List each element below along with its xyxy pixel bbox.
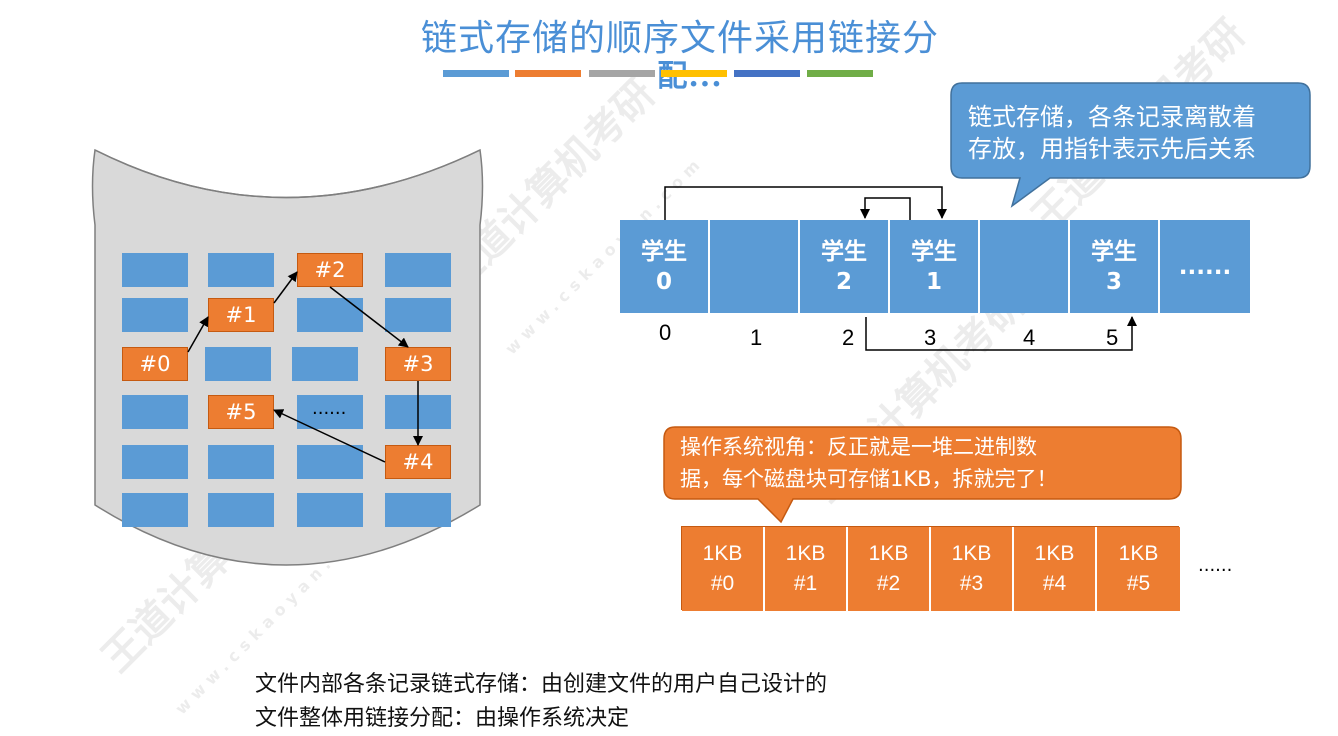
record-link-arrows	[664, 186, 1137, 351]
disk-block	[385, 298, 451, 332]
kb-ellipsis: ......	[1198, 555, 1233, 576]
kb-block-1: 1KB#1	[765, 527, 848, 611]
record-bubble: 链式存储，各条记录离散着 存放，用指针表示先后关系	[968, 103, 1256, 163]
kb-blocks-row: 1KB#0 1KB#1 1KB#2 1KB#3 1KB#4 1KB#5	[681, 526, 1180, 611]
disk-block-4: #4	[385, 445, 451, 479]
disk-block	[208, 493, 274, 527]
record-cell-6: ......	[1160, 220, 1250, 313]
title-bar-6	[807, 70, 873, 77]
record-bubble-shape	[950, 82, 1311, 208]
title-bar-5	[734, 70, 800, 77]
record-index-5: 5	[1106, 325, 1119, 350]
record-index-3: 3	[924, 325, 937, 350]
disk-block-0: #0	[122, 347, 188, 381]
disk-link-arrows	[187, 271, 423, 463]
disk-block	[208, 253, 274, 287]
record-cell-4	[980, 220, 1070, 313]
disk-block	[122, 445, 188, 479]
disk-block-5: #5	[208, 395, 274, 429]
page-title-line1: 链式存储的顺序文件采用链接分	[420, 18, 939, 59]
title-bar-4	[661, 70, 727, 77]
kb-block-3: 1KB#3	[931, 527, 1014, 611]
os-bubble-shape	[663, 426, 1182, 524]
disk-block	[122, 395, 188, 429]
disk-block	[122, 253, 188, 287]
disk-block	[208, 445, 274, 479]
disk-block	[297, 493, 363, 527]
kb-block-0: 1KB#0	[682, 527, 765, 611]
bottom-note-1: 文件内部各条记录链式存储：由创建文件的用户自己设计的	[255, 672, 828, 697]
record-index-4: 4	[1023, 325, 1036, 350]
disk-block	[385, 253, 451, 287]
record-cell-1	[710, 220, 800, 313]
title-bar-3	[589, 70, 655, 77]
kb-block-5: 1KB#5	[1097, 527, 1180, 611]
disk-block-2: #2	[297, 253, 363, 287]
disk-block	[122, 298, 188, 332]
disk-block	[292, 347, 358, 381]
disk-block	[297, 445, 363, 479]
disk-cylinder	[91, 148, 484, 566]
title-bar-2	[515, 70, 581, 77]
disk-block-1: #1	[208, 298, 274, 332]
os-bubble: 操作系统视角：反正就是一堆二进制数 据，每个磁盘块可存储1KB，拆就完了！	[680, 435, 1058, 491]
title-bar-1	[443, 70, 509, 77]
bottom-note-2: 文件整体用链接分配：由操作系统决定	[255, 706, 630, 731]
disk-block	[297, 395, 363, 429]
record-index-0: 0	[659, 320, 672, 345]
record-index-1: 1	[750, 325, 763, 350]
disk-block	[205, 347, 271, 381]
disk-block	[385, 493, 451, 527]
kb-block-4: 1KB#4	[1014, 527, 1097, 611]
disk-block	[122, 493, 188, 527]
record-index-2: 2	[842, 325, 855, 350]
kb-block-2: 1KB#2	[848, 527, 931, 611]
disk-ellipsis: ......	[312, 398, 347, 419]
disk-block-3: #3	[385, 347, 451, 381]
